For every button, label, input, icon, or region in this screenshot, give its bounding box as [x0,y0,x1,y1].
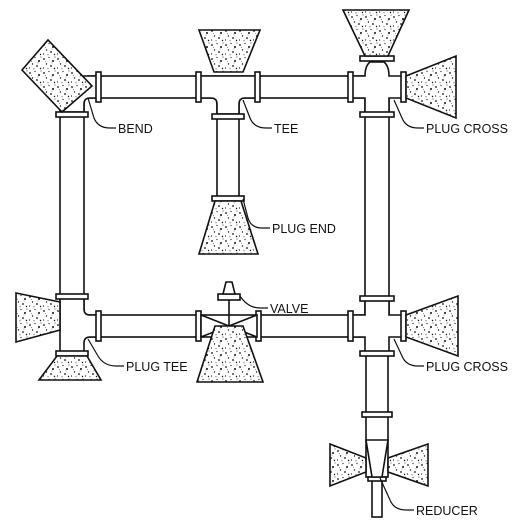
plug-tee-block-left [15,292,61,344]
tee-thrust-block [197,29,262,73]
plug-end-thrust-block [197,200,260,255]
left-pipe [59,85,85,323]
coupling [359,295,395,302]
coupling [347,71,354,103]
coupling [211,113,245,120]
plug-cross-top-block-upper [341,9,411,57]
label-tee: TEE [274,122,298,136]
bend-leader [87,97,116,129]
plug-cross-top-fitting [351,61,403,115]
plug-cross-bottom-leader [393,338,424,367]
label-bend: BEND [118,122,153,136]
plug-cross-top-block-right [405,54,457,120]
coupling [359,111,395,118]
coupling [95,71,102,103]
reducer-block-left [329,442,367,488]
thrust-blocks [15,9,459,488]
reducer-body [365,439,389,478]
tee-fitting [199,75,257,115]
plug-cross-bottom-block-right [405,294,459,358]
plug-cross-bottom-fitting [351,299,403,353]
right-pipe [364,85,390,323]
coupling [347,310,354,342]
leaders [87,97,424,511]
plug-tee-fitting [59,297,101,353]
coupling [55,111,89,118]
coupling [254,71,261,103]
coupling [95,310,102,342]
labels: BEND TEE PLUG CROSS PLUG END VALVE PLUG … [118,122,508,518]
reducer-leader [379,477,414,511]
label-reducer: REDUCER [416,504,478,518]
label-plug-cross-top: PLUG CROSS [426,122,508,136]
reduced-pipe [371,476,383,518]
reducer [365,439,389,478]
plug-cross-top-leader [393,99,424,129]
coupling [361,411,393,418]
plug-tee-leader [87,338,124,367]
coupling [195,71,202,103]
tee-leader [242,99,272,129]
coupling [55,293,89,300]
bend-thrust-block [20,38,94,114]
valve-handwheel [221,281,237,295]
couplings [55,55,407,482]
valve-thrust-block [195,325,265,383]
label-plug-cross-bottom: PLUG CROSS [426,360,508,374]
label-plug-tee: PLUG TEE [126,360,188,374]
valve-bonnet [217,293,241,301]
reducer-block-right [387,442,429,488]
plug-end-leader [242,198,270,229]
plug-tee-block-lower [37,355,103,381]
coupling [359,350,395,357]
valve-leader [239,295,268,309]
label-plug-end: PLUG END [272,222,336,236]
label-valve: VALVE [270,302,308,316]
